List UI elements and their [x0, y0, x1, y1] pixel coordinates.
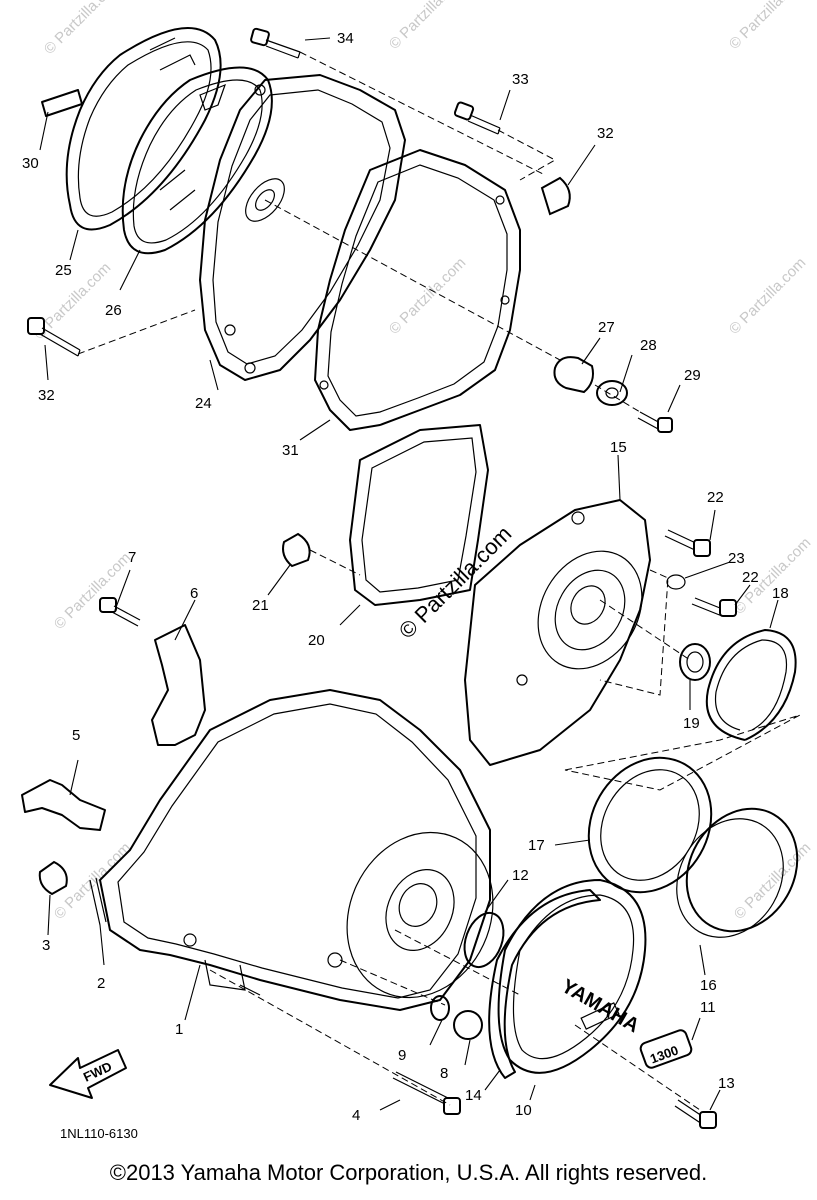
part-29-bolt	[637, 411, 673, 433]
callout-28: 28	[640, 337, 657, 354]
callout-27: 27	[598, 319, 615, 336]
part-22-bolt-upper	[664, 529, 711, 557]
watermark-group: © Partzilla.com © Partzilla.com © Partzi…	[31, 0, 814, 923]
part-19-seal	[679, 643, 711, 681]
callout-29: 29	[684, 367, 701, 384]
callout-15: 15	[610, 439, 627, 456]
callout-30: 30	[22, 155, 39, 172]
part-22-bolt-lower	[691, 597, 737, 617]
part-34-bolt	[250, 27, 301, 59]
part-6-bracket	[151, 624, 206, 746]
callout-5: 5	[72, 727, 80, 744]
callout-11: 11	[700, 999, 716, 1016]
callout-25: 25	[55, 262, 72, 279]
callout-23: 23	[728, 550, 745, 567]
part-7-bolt	[99, 597, 141, 627]
callout-21: 21	[252, 597, 269, 614]
callout-8: 8	[440, 1065, 448, 1082]
fwd-arrow-icon: FWD	[49, 1049, 127, 1099]
callout-13: 13	[718, 1075, 735, 1092]
assembly-lines-top	[77, 51, 641, 413]
callout-4: 4	[352, 1107, 360, 1124]
callout-31: 31	[282, 442, 299, 459]
part-18-ring	[705, 629, 797, 741]
part-33-bolt	[453, 101, 501, 135]
callout-18: 18	[772, 585, 789, 602]
callout-17: 17	[528, 837, 545, 854]
callout-numbers: 34 33 32 30 25 26 32 24 31 27 28 29 15 2…	[22, 30, 789, 1124]
center-watermark: © Partzilla.com	[394, 521, 517, 644]
callout-22b: 22	[742, 569, 759, 586]
watermark: © Partzilla.com	[726, 254, 809, 337]
part-20-gasket	[349, 424, 489, 606]
part-25-cover-plate	[65, 27, 222, 231]
callout-leaders	[39, 37, 779, 1111]
callout-6: 6	[190, 585, 198, 602]
part-32-bolt-left	[27, 317, 81, 357]
part-10-yamaha-cover: YAMAHA	[497, 879, 647, 1074]
watermark: © Partzilla.com	[726, 0, 809, 53]
watermark: © Partzilla.com	[386, 254, 469, 337]
drawing-code: 1NL110-6130	[60, 1126, 138, 1141]
part-11-badge: 1300	[639, 1029, 693, 1069]
watermark: © Partzilla.com	[41, 0, 124, 58]
callout-7: 7	[128, 549, 136, 566]
part-13-bolt	[674, 1099, 717, 1129]
callout-26: 26	[105, 302, 122, 319]
part-1-crankcase-cover	[99, 689, 494, 1011]
callout-9: 9	[398, 1047, 406, 1064]
part-5-bracket	[21, 779, 106, 831]
callout-34: 34	[337, 30, 354, 47]
callout-16: 16	[700, 977, 717, 994]
part-16-cap	[676, 807, 799, 938]
part-9-o-ring	[430, 995, 450, 1021]
callout-33: 33	[512, 71, 529, 88]
part-31-gasket	[314, 149, 521, 431]
cover-logo: YAMAHA	[558, 975, 643, 1037]
callout-10: 10	[515, 1102, 532, 1119]
callout-3: 3	[42, 937, 50, 954]
callout-1: 1	[175, 1021, 183, 1038]
part-24-clutch-cover	[199, 74, 406, 381]
assembly-lines-bottom	[209, 929, 701, 1111]
copyright-notice: ©2013 Yamaha Motor Corporation, U.S.A. A…	[109, 1160, 708, 1185]
callout-22a: 22	[707, 489, 724, 506]
part-8-plug	[453, 1010, 483, 1040]
watermark: © Partzilla.com	[731, 839, 814, 922]
part-23-o-ring	[666, 574, 686, 590]
callout-32: 32	[597, 125, 614, 142]
callout-14: 14	[465, 1087, 482, 1104]
callout-20: 20	[308, 632, 325, 649]
part-12-o-ring	[463, 911, 505, 969]
callout-19: 19	[683, 715, 700, 732]
callout-2: 2	[97, 975, 105, 992]
part-4-bolt	[392, 1071, 461, 1115]
part-15-cover	[464, 499, 651, 766]
part-3-dowel	[38, 860, 68, 896]
part-21-dowel	[282, 532, 311, 568]
part-32-dowel-top	[540, 176, 571, 216]
callout-12: 12	[512, 867, 529, 884]
callout-32b: 32	[38, 387, 55, 404]
part-17-ring	[587, 756, 713, 894]
part-28-washer	[596, 380, 628, 406]
assembly-lines-middle	[309, 549, 801, 791]
part-2-gasket-edge	[89, 877, 107, 926]
callout-24: 24	[195, 395, 212, 412]
part-26-gasket	[121, 66, 273, 255]
part-27-seal	[553, 356, 594, 394]
fwd-label: FWD	[81, 1059, 114, 1085]
part-14-ring	[488, 889, 601, 1079]
watermark: © Partzilla.com	[386, 0, 469, 53]
